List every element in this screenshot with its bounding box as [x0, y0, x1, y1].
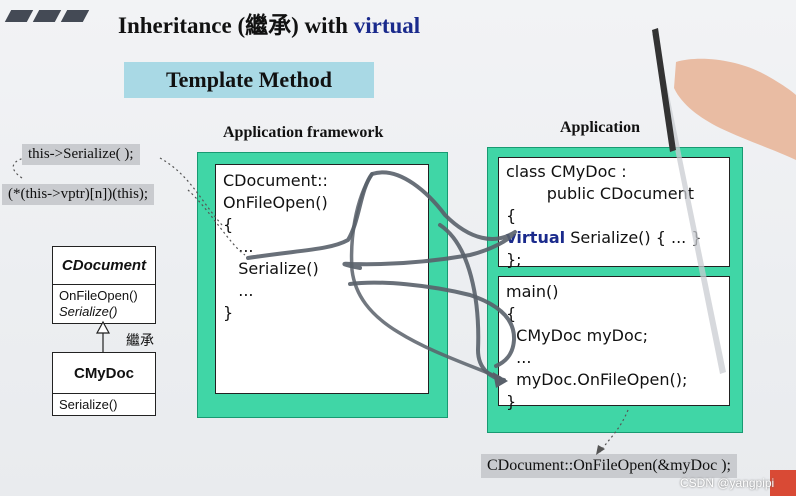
uml-derived-class-ops: Serialize()	[53, 394, 155, 416]
uml-base-class-name: CDocument	[53, 247, 155, 285]
code-line: public CDocument	[506, 184, 694, 203]
uml-derived-class-name: CMyDoc	[53, 353, 155, 394]
code-line: class CMyDoc :	[506, 162, 627, 181]
main-code: main() { CMyDoc myDoc; ... myDoc.OnFileOp…	[506, 281, 687, 413]
inherit-label: 繼承	[126, 332, 154, 348]
flow-stroke	[246, 170, 517, 270]
code-line: }	[506, 392, 517, 411]
inheritance-triangle-icon	[95, 320, 111, 334]
code-line: Serialize()	[223, 259, 319, 278]
uml-op: OnFileOpen()	[59, 288, 138, 303]
flow-stroke	[349, 172, 502, 380]
code-line: ...	[223, 281, 254, 300]
dotted-connector	[599, 409, 629, 453]
main-code-box	[498, 276, 730, 406]
code-line: CDocument::	[223, 171, 328, 190]
title-keyword: virtual	[353, 13, 421, 38]
pen-icon	[652, 28, 676, 152]
title-prefix: Inheritance (繼承) with	[118, 13, 354, 38]
code-line: CMyDoc myDoc;	[506, 326, 648, 345]
code-line: {	[506, 304, 517, 323]
class-code: class CMyDoc : public CDocument{virtual …	[506, 161, 702, 271]
uml-base-class-ops: OnFileOpen() Serialize()	[53, 285, 155, 323]
dotted-connector	[159, 157, 223, 226]
dotted-connector	[187, 189, 246, 256]
uml-op: Serialize()	[59, 304, 118, 319]
code-line: }	[223, 303, 234, 322]
virtual-keyword: virtual	[506, 228, 566, 247]
vptr-note: (*(this->vptr)[n])(this);	[2, 184, 155, 205]
framework-code-box	[215, 164, 429, 394]
bottom-call-note: CDocument::OnFileOpen(&myDoc );	[481, 454, 737, 478]
arrow-head-icon	[596, 445, 605, 455]
dotted-connector	[12, 157, 25, 179]
code-line: myDoc.OnFileOpen();	[506, 370, 688, 389]
call-note: this->Serialize( );	[22, 144, 140, 165]
code-line: main()	[506, 282, 559, 301]
uml-op: Serialize()	[59, 397, 118, 412]
framework-label: Application framework	[223, 124, 384, 141]
code-line: ...	[223, 237, 254, 256]
uml-derived-class: CMyDoc Serialize()	[52, 352, 156, 416]
uml-base-class: CDocument OnFileOpen() Serialize()	[52, 246, 156, 324]
watermark: CSDN @yangpipi	[680, 476, 775, 490]
logo-fragment-icon	[770, 470, 796, 496]
slide-title: Inheritance (繼承) with virtual	[118, 6, 420, 40]
application-label: Application	[560, 119, 641, 136]
code-line: OnFileOpen()	[223, 193, 328, 212]
banner-label: Template Method	[165, 67, 332, 92]
flow-stroke	[348, 280, 517, 368]
arrow-head-icon	[493, 372, 508, 388]
code-line: ...	[506, 348, 532, 367]
hand-icon	[674, 58, 796, 161]
framework-code: CDocument::OnFileOpen(){ ... Serialize()…	[223, 170, 328, 324]
code-line: {	[223, 215, 234, 234]
code-line: };	[506, 250, 522, 269]
code-line: {	[506, 206, 517, 225]
template-method-banner: Template Method	[124, 62, 374, 98]
